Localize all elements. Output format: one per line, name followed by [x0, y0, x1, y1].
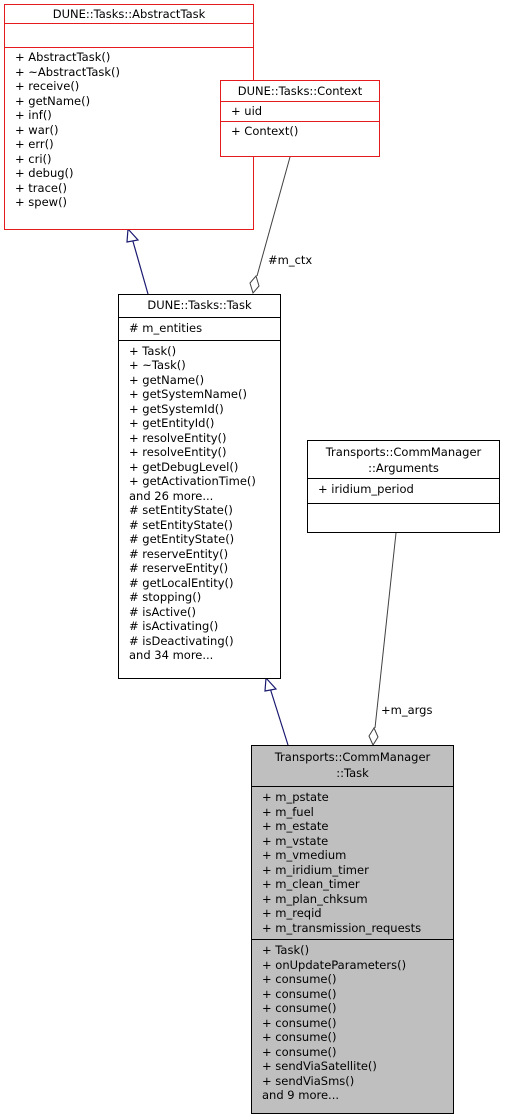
- method-item: + getDebugLevel(): [129, 459, 239, 474]
- method-item: + ~Task(): [129, 358, 186, 372]
- association-edge-m-ctx: [256, 156, 291, 277]
- inheritance-arrowhead: [126, 227, 140, 243]
- method-item: + cri(): [15, 151, 52, 166]
- method-item: # reserveEntity(): [129, 561, 229, 575]
- methods-section: + Task()+ onUpdateParameters()+ consume(…: [252, 939, 453, 1105]
- class-arguments[interactable]: Transports::CommManager ::Arguments + ir…: [307, 440, 500, 533]
- class-name-line2: ::Task: [336, 766, 369, 780]
- method-item: # getLocalEntity(): [129, 575, 234, 590]
- method-item: + getSystemName(): [129, 387, 247, 401]
- attribute-item: + m_fuel: [262, 804, 314, 819]
- attribute-item: # m_entities: [129, 321, 203, 335]
- class-context[interactable]: DUNE::Tasks::Context + uid + Context(): [220, 80, 380, 157]
- class-name: DUNE::Tasks::AbstractTask: [52, 7, 206, 21]
- method-item: + getName(): [129, 372, 205, 387]
- method-item: + spew(): [15, 195, 68, 209]
- class-name-line2: ::Arguments: [368, 461, 439, 475]
- association-edge-m-args: [374, 532, 397, 729]
- class-name-line1: Transports::CommManager: [325, 445, 482, 459]
- aggregation-diamond: [368, 726, 379, 747]
- method-item: + Context(): [231, 123, 299, 138]
- methods-section: + AbstractTask()+ ~AbstractTask()+ recei…: [5, 47, 253, 212]
- methods-section: [308, 502, 499, 528]
- method-item: + sendViaSatellite(): [262, 1059, 377, 1073]
- method-item: + inf(): [15, 108, 52, 122]
- attributes-section: + m_pstate+ m_fuel+ m_estate+ m_vstate+ …: [252, 786, 453, 939]
- attribute-item: + m_estate: [262, 819, 329, 833]
- method-item: + sendViaSms(): [262, 1073, 355, 1088]
- method-item: + AbstractTask(): [15, 50, 111, 64]
- class-abstracttask[interactable]: DUNE::Tasks::AbstractTask + AbstractTask…: [4, 4, 254, 230]
- method-item: and 9 more...: [262, 1088, 340, 1102]
- method-item: + consume(): [262, 1001, 337, 1015]
- method-item: + onUpdateParameters(): [262, 957, 407, 972]
- aggregation-diamond: [249, 274, 260, 295]
- method-item: + consume(): [262, 972, 337, 986]
- method-item: + getActivationTime(): [129, 474, 256, 488]
- method-item: + consume(): [262, 1030, 337, 1044]
- method-item: + war(): [15, 122, 59, 137]
- method-item: + resolveEntity(): [129, 445, 227, 459]
- method-item: + ~AbstractTask(): [15, 64, 120, 79]
- methods-section: + Task()+ ~Task()+ getName()+ getSystemN…: [119, 339, 280, 665]
- attributes-section: # m_entities: [119, 317, 280, 340]
- attribute-item: + m_vstate: [262, 833, 329, 848]
- method-item: + getName(): [15, 93, 91, 108]
- method-item: + debug(): [15, 166, 74, 180]
- method-item: # stopping(): [129, 590, 202, 604]
- attribute-item: + m_pstate: [262, 790, 329, 804]
- method-item: # isActivating(): [129, 619, 219, 633]
- attribute-item: + m_iridium_timer: [262, 862, 369, 877]
- attributes-section: + iridium_period: [308, 478, 499, 503]
- method-item: + resolveEntity(): [129, 430, 227, 445]
- attribute-item: + m_clean_timer: [262, 877, 360, 891]
- attributes-section: [5, 23, 253, 47]
- method-item: # setEntityState(): [129, 503, 233, 517]
- class-commmanager-task[interactable]: Transports::CommManager ::Task + m_pstat…: [251, 745, 454, 1114]
- method-item: and 34 more...: [129, 648, 214, 662]
- method-item: + consume(): [262, 1044, 337, 1059]
- method-item: + Task(): [129, 343, 177, 358]
- attribute-item: + m_plan_chksum: [262, 891, 368, 906]
- attribute-item: + m_vmedium: [262, 848, 347, 862]
- method-item: # reserveEntity(): [129, 546, 229, 561]
- method-item: # isActive(): [129, 604, 197, 619]
- edge-label-m-ctx: #m_ctx: [268, 253, 313, 267]
- attribute-item: + uid: [231, 104, 263, 118]
- method-item: + trace(): [15, 180, 67, 195]
- attributes-section: + uid: [221, 101, 379, 121]
- attribute-item: + m_transmission_requests: [262, 920, 422, 935]
- method-item: + consume(): [262, 986, 337, 1001]
- attribute-item: + iridium_period: [318, 482, 414, 496]
- method-item: + getEntityId(): [129, 416, 215, 430]
- method-item: + Task(): [262, 943, 310, 957]
- class-name: DUNE::Tasks::Context: [237, 84, 363, 98]
- inheritance-edge-commtask-task: [269, 687, 289, 746]
- edge-label-m-args: +m_args: [381, 703, 433, 717]
- attribute-item: + m_reqid: [262, 906, 322, 920]
- class-name-line1: Transports::CommManager: [274, 750, 431, 764]
- method-item: + getSystemId(): [129, 401, 224, 416]
- inheritance-arrowhead: [264, 676, 278, 692]
- method-item: # isDeactivating(): [129, 633, 234, 648]
- class-name: DUNE::Tasks::Task: [147, 298, 252, 312]
- method-item: + err(): [15, 137, 54, 151]
- method-item: # setEntityState(): [129, 517, 233, 532]
- method-item: + receive(): [15, 79, 80, 93]
- inheritance-edge-task-abstracttask: [131, 237, 149, 295]
- methods-section: + Context(): [221, 120, 379, 141]
- class-task[interactable]: DUNE::Tasks::Task # m_entities + Task()+…: [118, 294, 281, 679]
- method-item: and 26 more...: [129, 488, 214, 503]
- method-item: + consume(): [262, 1015, 337, 1030]
- method-item: # getEntityState(): [129, 532, 235, 546]
